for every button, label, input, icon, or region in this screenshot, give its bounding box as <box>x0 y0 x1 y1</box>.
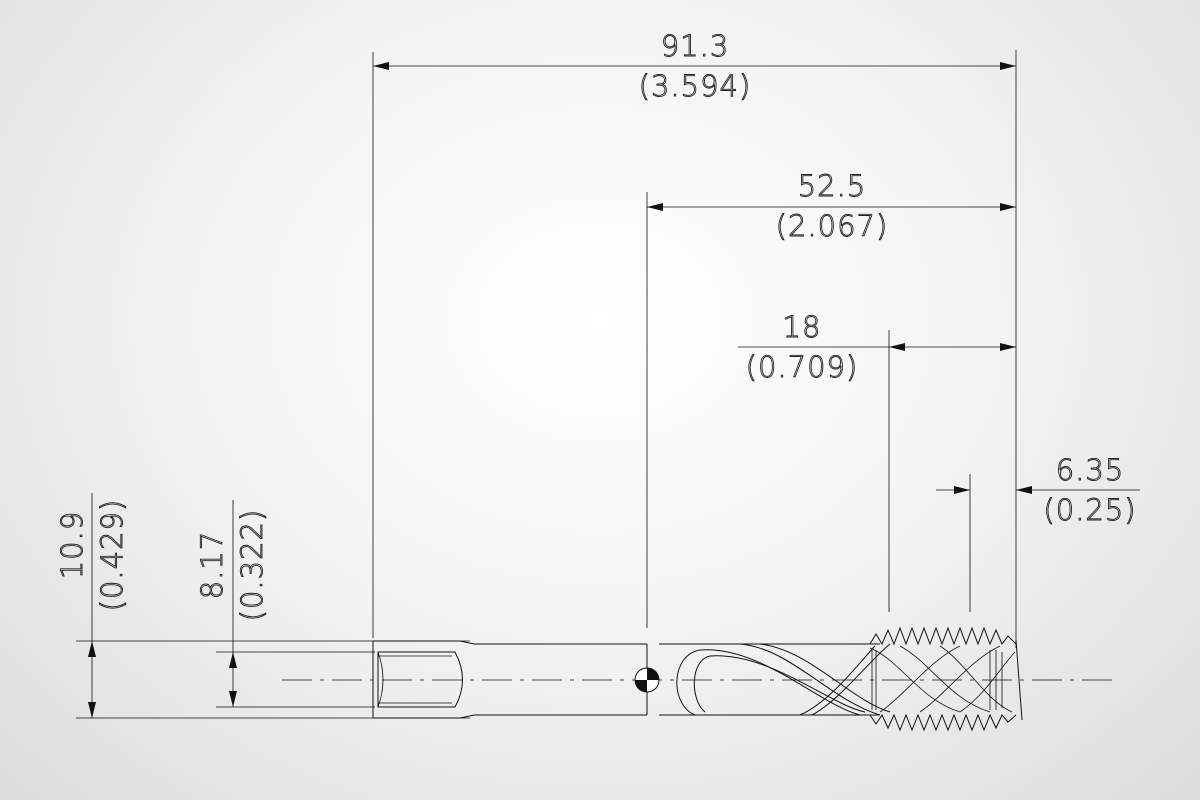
tap-body <box>282 626 1112 732</box>
dimension-flute-length: 52.5 (2.067) <box>646 169 1016 628</box>
dimension-square-size: 8.17 (0.322) <box>195 500 375 708</box>
dim-overall-in: (3.594) <box>639 69 752 103</box>
dim-diameter-mm: 10.9 <box>55 511 89 580</box>
dim-thread-mm: 18 <box>783 310 822 344</box>
thread-section <box>869 626 1023 732</box>
dim-square-in: (0.322) <box>235 509 269 622</box>
dim-chamfer-mm: 6.35 <box>1056 453 1125 487</box>
dim-flute-in: (2.067) <box>776 209 889 243</box>
dimension-overall-length: 91.3 (3.594) <box>372 29 1017 648</box>
dimension-thread-length: 18 (0.709) <box>738 310 1016 612</box>
dim-diameter-in: (0.429) <box>95 499 129 612</box>
dim-thread-in: (0.709) <box>746 350 859 384</box>
center-mark-symbol <box>634 667 660 693</box>
dim-overall-mm: 91.3 <box>661 29 730 63</box>
dim-chamfer-in: (0.25) <box>1043 493 1136 527</box>
square-drive <box>377 651 463 708</box>
dimension-shank-diameter: 10.9 (0.429) <box>55 493 470 719</box>
flute-section <box>659 643 891 716</box>
dim-square-mm: 8.17 <box>195 531 229 600</box>
dimension-chamfer-length: 6.35 (0.25) <box>936 453 1140 612</box>
dim-flute-mm: 52.5 <box>798 169 867 203</box>
